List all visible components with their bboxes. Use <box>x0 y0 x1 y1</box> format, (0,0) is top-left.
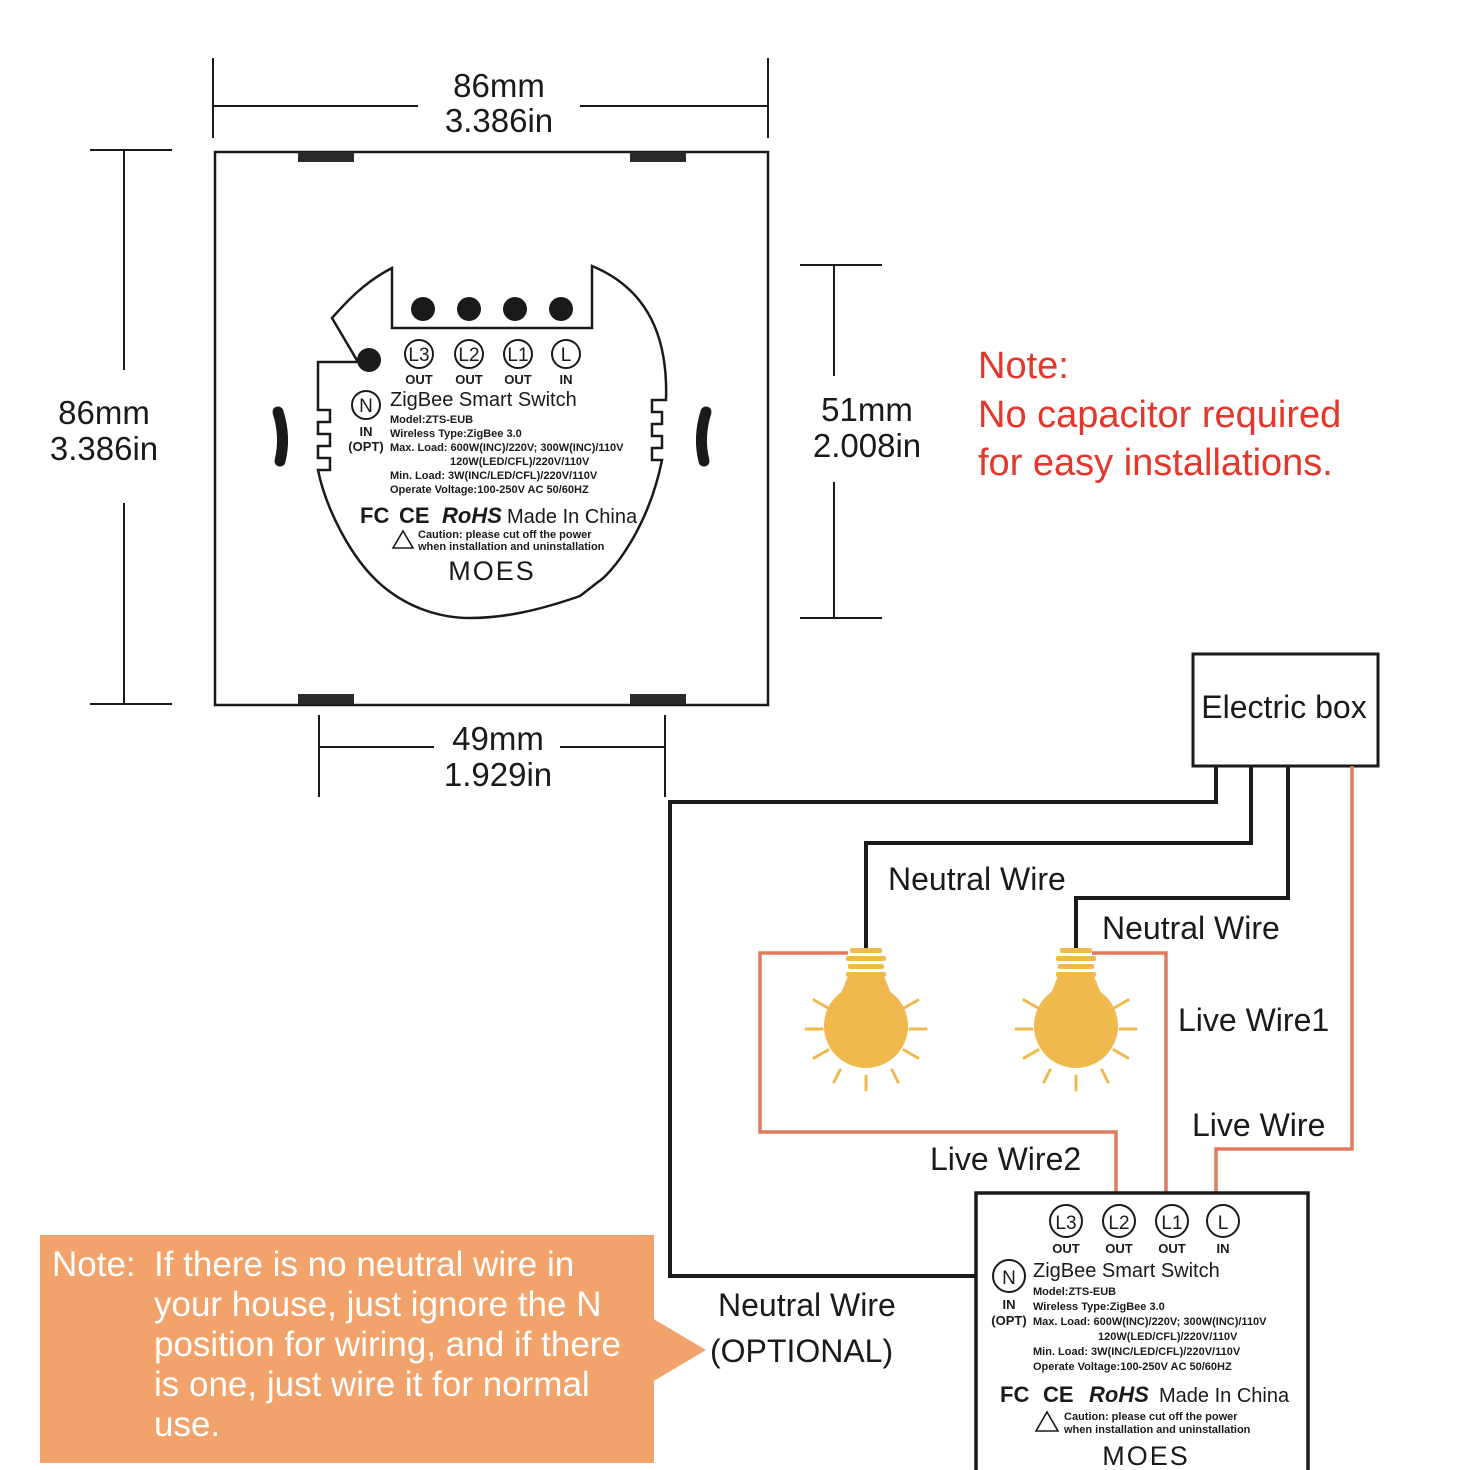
module-model-bottom: Model:ZTS-EUB <box>1033 1286 1116 1298</box>
module-voltage-top: Operate Voltage:100-250V AC 50/60HZ <box>390 484 589 496</box>
terminal-l2-sub-top: OUT <box>455 372 483 387</box>
left-height-dimension <box>90 149 172 705</box>
top-width-dimension <box>212 58 769 138</box>
module-wireless-bottom: Wireless Type:ZigBee 3.0 <box>1033 1301 1165 1313</box>
module-maxload2-bottom: 120W(LED/CFL)/220V/110V <box>1098 1331 1238 1343</box>
neutral-wire-label-1: Neutral Wire <box>888 861 1066 897</box>
terminal-l1-sub-top: OUT <box>504 372 532 387</box>
plate-screw-slots <box>272 406 712 467</box>
module-minload-bottom: Min. Load: 3W(INC/LED/CFL)/220V/110V <box>1033 1346 1241 1358</box>
brand-logo-top: MOES <box>448 556 536 586</box>
warning-icon-top <box>391 529 415 549</box>
note-red-title: Note: <box>978 345 1069 387</box>
module-terminal-screws-top <box>357 297 573 372</box>
terminal-l1-label-top: L1 <box>507 345 528 366</box>
module-outline-top <box>316 264 668 620</box>
note-red-line2: for easy installations. <box>978 442 1333 484</box>
terminal-l-sub-top: IN <box>560 372 573 387</box>
module-maxload1-bottom: Max. Load: 600W(INC)/220V; 300W(INC)/110… <box>1033 1316 1267 1328</box>
caution2-top: when installation and uninstallation <box>417 541 605 553</box>
module-height-in: 2.008in <box>813 427 921 464</box>
terminal-l1-label-bottom: L1 <box>1161 1213 1182 1234</box>
electric-box <box>1191 652 1380 768</box>
module-model-top: Model:ZTS-EUB <box>390 414 473 426</box>
module-height-mm: 51mm <box>821 391 913 428</box>
brand-logo-bottom: MOES <box>1102 1441 1190 1470</box>
caution1-bottom: Caution: please cut off the power <box>1064 1411 1238 1423</box>
module-terminal-circles-top <box>351 339 581 420</box>
live-wires <box>758 766 1354 1205</box>
bulb-2 <box>1014 948 1138 1092</box>
note-box-arrow <box>652 1318 706 1382</box>
neutral-opt-top: (OPT) <box>348 439 383 454</box>
module-bottom <box>974 1191 1310 1470</box>
terminal-l2-label-bottom: L2 <box>1108 1213 1129 1234</box>
live-wire1-label: Live Wire1 <box>1178 1002 1329 1038</box>
module-width-in: 1.929in <box>444 756 552 793</box>
cert-rohs-bottom: RoHS <box>1089 1382 1149 1407</box>
cert-fc-bottom: FC <box>1000 1382 1029 1407</box>
neutral-optional-label-1: Neutral Wire <box>718 1287 896 1323</box>
neutral-label-top: N <box>359 396 373 417</box>
module-height-dimension <box>800 264 882 619</box>
bulb-1 <box>804 948 928 1092</box>
made-in-top: Made In China <box>507 506 638 528</box>
module-title-top: ZigBee Smart Switch <box>390 389 577 411</box>
cert-ce-bottom: CE <box>1043 1382 1074 1407</box>
cert-fc-top: FC <box>360 503 389 528</box>
module-width-dimension <box>318 715 666 797</box>
module-width-mm: 49mm <box>452 720 544 757</box>
module-wireless-top: Wireless Type:ZigBee 3.0 <box>390 428 522 440</box>
terminal-l3-sub-bottom: OUT <box>1052 1241 1080 1256</box>
warning-icon-bottom <box>1034 1410 1060 1432</box>
made-in-bottom: Made In China <box>1159 1385 1290 1407</box>
neutral-in-top: IN <box>360 424 373 439</box>
terminal-l3-label-bottom: L3 <box>1055 1213 1076 1234</box>
note-box-label: Note: <box>52 1245 136 1284</box>
caution2-bottom: when installation and uninstallation <box>1063 1424 1251 1436</box>
terminal-l2-label-top: L2 <box>458 345 479 366</box>
module-voltage-bottom: Operate Voltage:100-250V AC 50/60HZ <box>1033 1361 1232 1373</box>
caution1-top: Caution: please cut off the power <box>418 529 592 541</box>
note-box-text: If there is no neutral wire in your hous… <box>154 1245 621 1444</box>
top-width-in: 3.386in <box>445 102 553 139</box>
module-maxload1-top: Max. Load: 600W(INC)/220V; 300W(INC)/110… <box>390 442 624 454</box>
left-height-mm: 86mm <box>58 394 150 431</box>
left-height-in: 3.386in <box>50 430 158 467</box>
terminal-l-label-bottom: L <box>1218 1213 1229 1234</box>
cert-rohs-top: RoHS <box>442 503 502 528</box>
top-width-mm: 86mm <box>453 67 545 104</box>
terminal-l3-label-top: L3 <box>408 345 429 366</box>
neutral-wires <box>668 766 1290 1278</box>
live-wire-label: Live Wire <box>1192 1107 1325 1143</box>
neutral-optional-label-2: (OPTIONAL) <box>710 1333 893 1369</box>
live-wire2-label: Live Wire2 <box>930 1141 1081 1177</box>
module-maxload2-top: 120W(LED/CFL)/220V/110V <box>450 456 590 468</box>
terminal-l3-sub-top: OUT <box>405 372 433 387</box>
terminal-l1-sub-bottom: OUT <box>1158 1241 1186 1256</box>
neutral-wire-label-2: Neutral Wire <box>1102 910 1280 946</box>
cert-ce-top: CE <box>399 503 430 528</box>
note-red-line1: No capacitor required <box>978 394 1341 436</box>
neutral-label-bottom: N <box>1002 1268 1016 1289</box>
neutral-in-bottom: IN <box>1003 1297 1016 1312</box>
neutral-opt-bottom: (OPT) <box>991 1313 1026 1328</box>
module-title-bottom: ZigBee Smart Switch <box>1033 1260 1220 1282</box>
module-minload-top: Min. Load: 3W(INC/LED/CFL)/220V/110V <box>390 470 598 482</box>
switch-plate <box>213 150 770 707</box>
terminal-l-sub-bottom: IN <box>1217 1241 1230 1256</box>
electric-box-label: Electric box <box>1201 689 1366 725</box>
terminal-l2-sub-bottom: OUT <box>1105 1241 1133 1256</box>
note-box: Note: If there is no neutral wire in you… <box>40 1235 654 1463</box>
terminal-l-label-top: L <box>561 345 572 366</box>
plate-clips <box>298 152 686 704</box>
